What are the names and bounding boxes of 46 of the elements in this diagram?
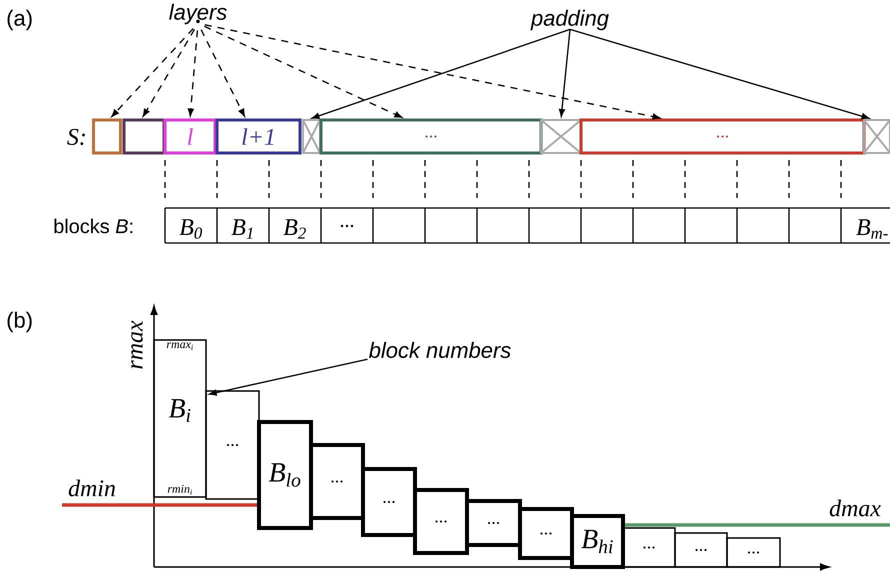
block-label: B$_{0}$ [180, 219, 202, 239]
block-bar: rmax$_{i}$ B$_{i}$ rmin$_{i}$ [153, 339, 207, 498]
arrow [558, 29, 571, 117]
block-bar: ... [413, 488, 469, 555]
block-bar: ... [309, 443, 365, 520]
arrow [204, 26, 402, 118]
block-bar: ... [622, 527, 676, 568]
layer-box [92, 118, 122, 154]
block-label: B$_{2}$ [284, 219, 306, 239]
line-label: dmax [830, 500, 881, 516]
block-label: ... [340, 224, 354, 228]
block-bar: B$_{hi}$ [570, 514, 625, 569]
block-bar: B$_{lo}$ [257, 420, 313, 530]
callout-text: layers [169, 4, 227, 24]
axis-label: rmax [131, 320, 143, 369]
arrow [204, 24, 660, 120]
block-label: B$_{1}$ [232, 219, 252, 239]
arrow [570, 28, 870, 120]
layer-box: l+1 [216, 118, 302, 154]
block-bar: ... [205, 390, 260, 500]
block-label: B$_{m-}$ [856, 219, 888, 239]
arrow [208, 358, 368, 396]
arrow [188, 30, 198, 116]
layer-box [122, 118, 166, 154]
block-bar: ... [518, 507, 574, 560]
layer-box: ... [320, 118, 542, 154]
panel-label: (b) [8, 312, 32, 332]
arrow [312, 28, 570, 119]
block-bar: ... [361, 467, 417, 537]
arrow [200, 29, 245, 117]
panel-label: (a) [8, 10, 32, 30]
padding-box [302, 119, 321, 154]
arrow [142, 29, 196, 117]
block-bar: ... [674, 532, 728, 568]
block-bar: ... [465, 499, 522, 547]
layer-box: ... [580, 118, 866, 154]
row-label: S: [67, 128, 85, 146]
row-label: blocks B: [54, 218, 132, 234]
arrow [111, 28, 194, 118]
callout-text: block numbers [369, 342, 511, 358]
padding-box [863, 119, 890, 154]
line-label: dmin [68, 480, 115, 496]
callout-text: padding [530, 10, 609, 30]
layer-box: l [164, 118, 216, 154]
padding-box [540, 119, 582, 154]
block-bar: ... [726, 537, 781, 568]
